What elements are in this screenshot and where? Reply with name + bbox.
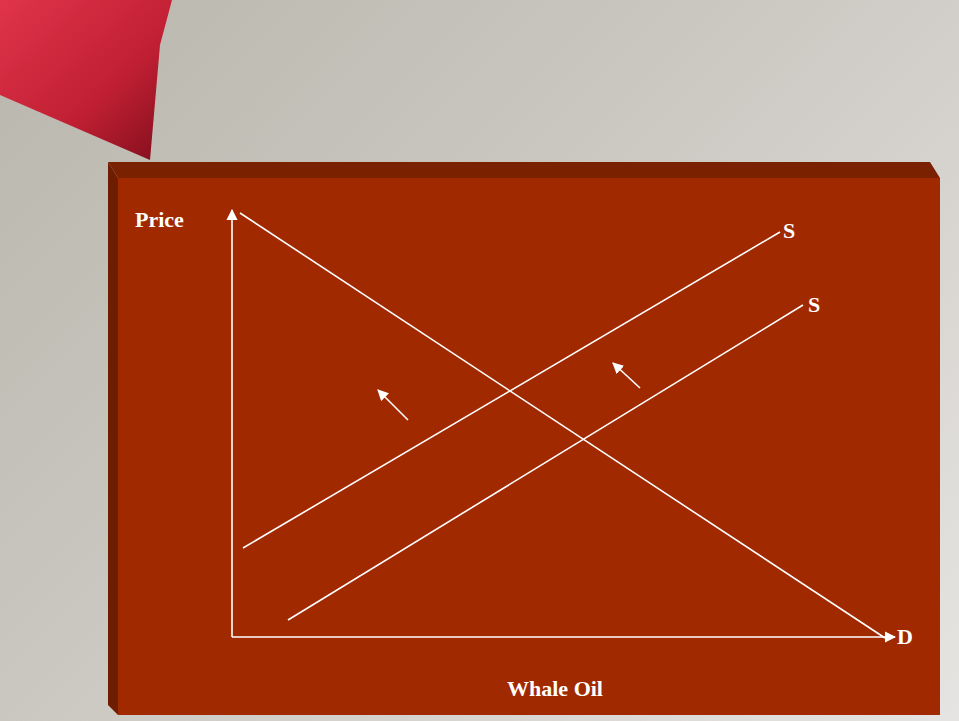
panel-bevel-left (108, 162, 118, 715)
panel-face (118, 178, 940, 715)
curve-label: S (808, 292, 820, 318)
axis-label: Whale Oil (507, 676, 603, 702)
quantity-axis (232, 636, 895, 638)
panel-bevel-top (108, 162, 940, 178)
supply-curve (288, 305, 803, 620)
curve-label: D (897, 624, 913, 650)
shift-arrow (613, 363, 640, 388)
demand-curve (240, 213, 885, 638)
curve-label: S (783, 218, 795, 244)
shift-arrow (378, 390, 408, 420)
corner-decoration (0, 0, 172, 160)
price-axis (231, 210, 233, 637)
axis-label: Price (135, 207, 184, 233)
supply-curve (243, 232, 780, 548)
